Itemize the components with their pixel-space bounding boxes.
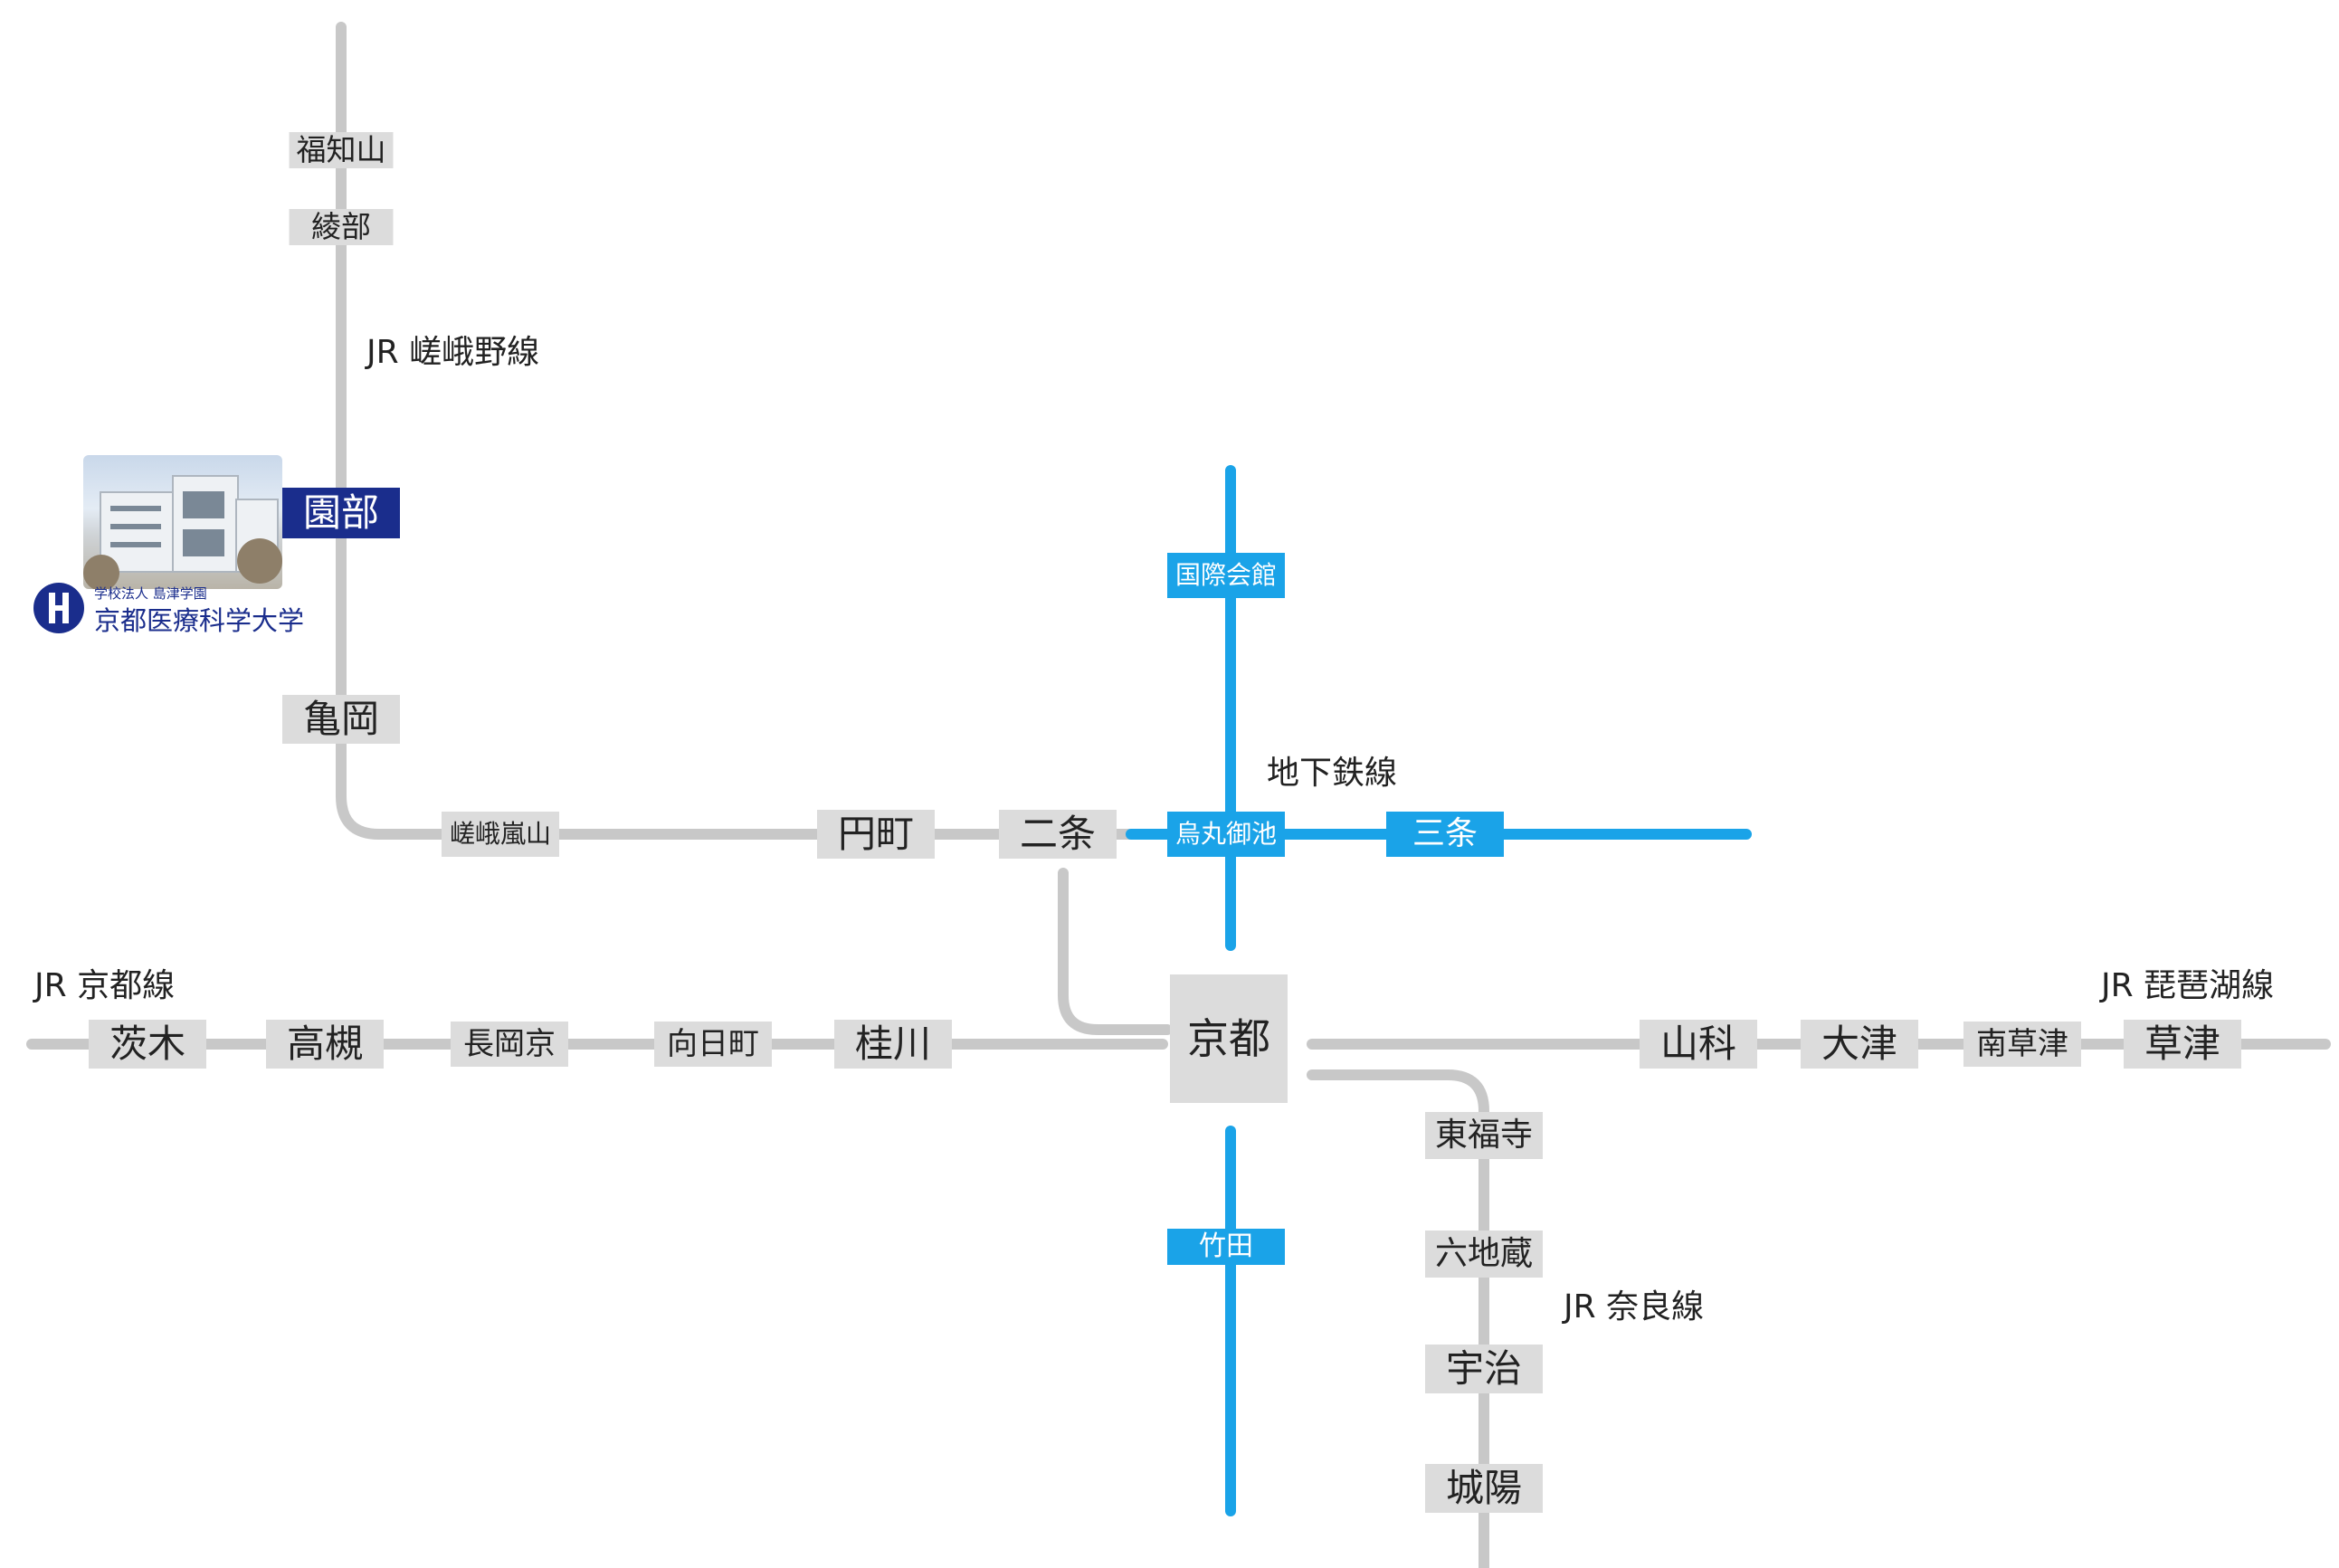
station-minamikusatsu[interactable]: 南草津 xyxy=(1963,1022,2081,1067)
station-sanjo[interactable]: 三条 xyxy=(1386,812,1504,857)
line-label-sagano: JR 嵯峨野線 xyxy=(366,334,540,371)
station-uji[interactable]: 宇治 xyxy=(1425,1345,1543,1393)
line-label-nara: JR 奈良線 xyxy=(1564,1288,1705,1326)
station-kameoka[interactable]: 亀岡 xyxy=(282,695,400,744)
line-jr-nara xyxy=(1307,1069,1489,1568)
station-katsuragawa[interactable]: 桂川 xyxy=(834,1020,952,1069)
line-label-subway: 地下鉄線 xyxy=(1267,755,1398,792)
campus-building-photo xyxy=(83,455,282,589)
station-yamashina[interactable]: 山科 xyxy=(1640,1020,1757,1069)
station-joyo[interactable]: 城陽 xyxy=(1425,1464,1543,1513)
station-otsu[interactable]: 大津 xyxy=(1801,1020,1918,1069)
station-sagaarashiyama[interactable]: 嵯峨嵐山 xyxy=(442,812,559,857)
station-nagaokakyo[interactable]: 長岡京 xyxy=(451,1022,568,1067)
station-karasumaoike[interactable]: 烏丸御池 xyxy=(1167,812,1285,857)
corporation-name: 学校法人 島津学園 xyxy=(94,585,207,602)
station-takatsuki[interactable]: 高槻 xyxy=(266,1020,384,1069)
line-label-biwako: JR 琵琶湖線 xyxy=(2101,967,2275,1004)
station-sonobe[interactable]: 園部 xyxy=(282,488,400,538)
station-fukuchiyama[interactable]: 福知山 xyxy=(289,132,394,168)
university-logo-icon xyxy=(33,583,84,633)
line-jr-sagano xyxy=(336,22,1173,840)
station-kyoto[interactable]: 京都 xyxy=(1170,974,1288,1103)
station-nijo[interactable]: 二条 xyxy=(999,810,1117,859)
station-mukomachi[interactable]: 向日町 xyxy=(654,1022,772,1067)
station-ibaraki[interactable]: 茨木 xyxy=(89,1020,206,1069)
station-kusatsu[interactable]: 草津 xyxy=(2124,1020,2241,1069)
line-label-kyoto: JR 京都線 xyxy=(34,967,176,1004)
station-emmachi[interactable]: 円町 xyxy=(817,810,935,859)
university-name: 京都医療科学大学 xyxy=(94,605,305,636)
station-ayabe[interactable]: 綾部 xyxy=(289,209,394,245)
station-kokusaikaikan[interactable]: 国際会館 xyxy=(1167,553,1285,598)
campus-card[interactable]: 学校法人 島津学園 京都医療科学大学 xyxy=(27,448,326,647)
line-jr-sagano-to-kyoto xyxy=(1058,868,1173,1035)
station-tofukuji[interactable]: 東福寺 xyxy=(1425,1112,1543,1159)
station-rokujizo[interactable]: 六地蔵 xyxy=(1425,1231,1543,1278)
station-takeda[interactable]: 竹田 xyxy=(1167,1229,1285,1265)
